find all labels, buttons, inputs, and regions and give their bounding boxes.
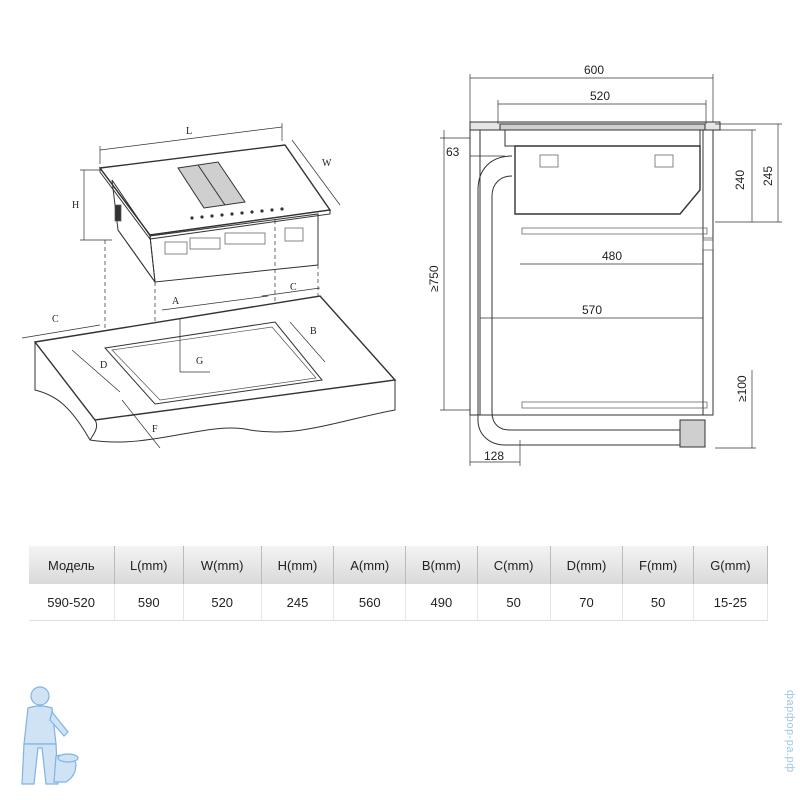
countertop-isometric: C A C B D F G	[21, 282, 397, 449]
spec-table: Модель L(mm) W(mm) H(mm) A(mm) B(mm) C(m…	[28, 546, 769, 621]
cell-H: 245	[261, 584, 335, 621]
dim-F-label: F	[152, 424, 158, 435]
dim-245-label: 245	[761, 166, 775, 186]
technical-drawing: L W H C A C B D F G	[21, 63, 782, 466]
cell-W: 520	[183, 584, 262, 621]
col-header-F: F(mm)	[622, 546, 694, 584]
side-section: 600 520 63 240 245 480 570 ≥750 ≥100 128	[427, 63, 782, 466]
cell-model: 590-520	[28, 584, 115, 621]
col-header-C: C(mm)	[476, 546, 551, 584]
dim-520-label: 520	[590, 89, 610, 103]
col-header-A: A(mm)	[333, 546, 407, 584]
cell-D: 70	[550, 584, 624, 621]
dim-C-left-label: C	[52, 314, 59, 325]
dim-G-label: G	[196, 356, 203, 367]
col-header-L: L(mm)	[113, 546, 184, 584]
dim-480-label: 480	[602, 249, 622, 263]
dim-750-label: ≥750	[427, 265, 441, 292]
dim-W-label: W	[322, 158, 332, 169]
table-header-row: Модель L(mm) W(mm) H(mm) A(mm) B(mm) C(m…	[28, 546, 769, 584]
col-header-D: D(mm)	[549, 546, 624, 584]
dim-A-label: A	[172, 296, 180, 307]
cell-B: 490	[405, 584, 478, 621]
cell-L: 590	[114, 584, 184, 621]
dim-L-label: L	[186, 126, 192, 137]
dim-128-label: 128	[484, 449, 504, 463]
dim-B-label: B	[310, 326, 317, 337]
dim-C-right-label: C	[290, 282, 297, 293]
dim-63-label: 63	[446, 145, 460, 159]
dim-240-label: 240	[733, 170, 747, 190]
col-header-model: Модель	[28, 546, 115, 584]
plumber-mascot-icon	[21, 686, 79, 785]
col-header-H: H(mm)	[260, 546, 335, 584]
control-dots	[190, 207, 284, 220]
dim-600-label: 600	[584, 63, 604, 77]
col-header-G: G(mm)	[692, 546, 769, 584]
dim-H-label: H	[72, 200, 79, 211]
dim-100-label: ≥100	[735, 375, 749, 402]
dim-570-label: 570	[582, 303, 602, 317]
cell-F: 50	[622, 584, 694, 621]
watermark-text: фарфор-ра.рф	[784, 690, 796, 773]
cell-A: 560	[333, 584, 407, 621]
col-header-W: W(mm)	[182, 546, 262, 584]
table-row: 590-520 590 520 245 560 490 50 70 50 15-…	[28, 584, 769, 621]
dim-D-label: D	[100, 360, 107, 371]
hob-vents	[114, 204, 304, 255]
hob-isometric: L W H	[72, 123, 341, 284]
col-header-B: B(mm)	[405, 546, 478, 584]
cell-G: 15-25	[693, 584, 769, 621]
cell-C: 50	[477, 584, 551, 621]
